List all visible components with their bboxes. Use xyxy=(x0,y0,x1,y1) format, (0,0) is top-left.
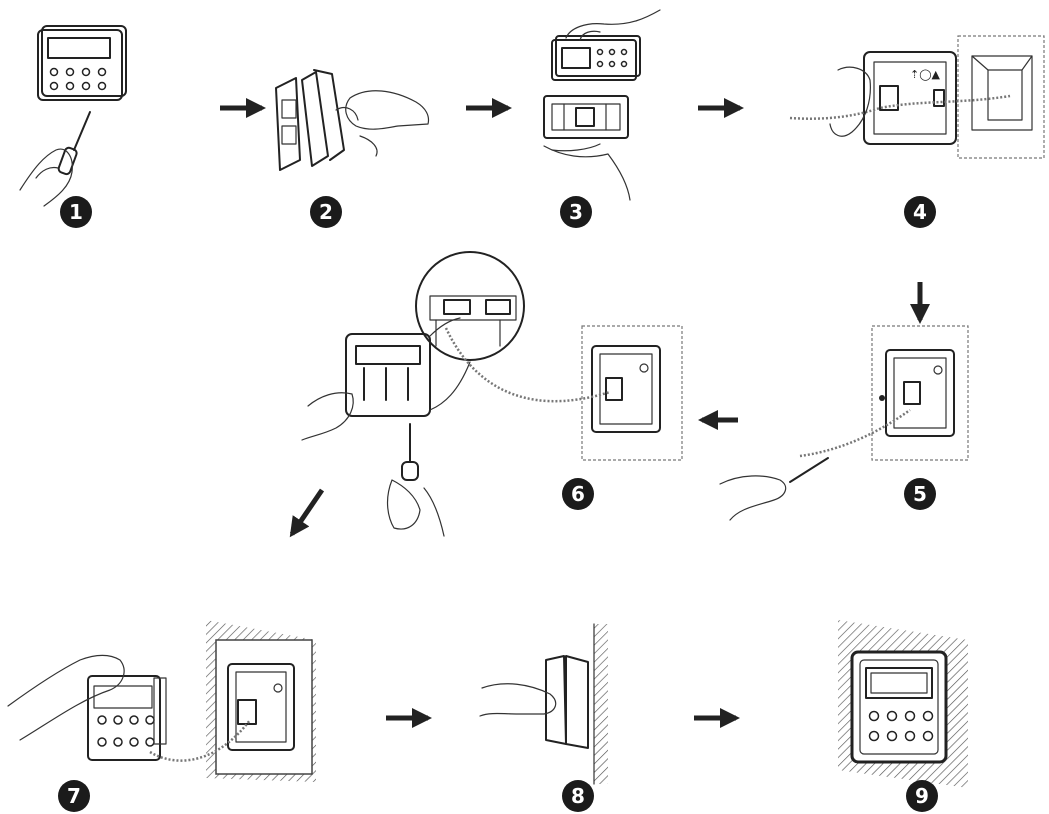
step-4-illustration: ⇡◯▲ xyxy=(789,35,1045,159)
step-badge-5: 5 xyxy=(904,478,936,510)
step-7-illustration xyxy=(7,620,316,782)
step-6-illustration xyxy=(301,251,683,537)
step-badge-6: 6 xyxy=(562,478,594,510)
step-5-illustration xyxy=(719,325,969,521)
step-badge-2: 2 xyxy=(310,196,342,228)
step-1-illustration xyxy=(19,25,127,207)
step-2-illustration xyxy=(275,69,430,171)
step-3-illustration xyxy=(543,9,661,201)
step-8-illustration xyxy=(479,623,608,785)
arrow-6-to-7 xyxy=(289,488,325,538)
step-badge-7: 7 xyxy=(58,780,90,812)
step-badge-9: 9 xyxy=(906,780,938,812)
step-9-illustration xyxy=(838,620,968,788)
panel-symbol: ⇡◯▲ xyxy=(910,68,941,81)
step-badge-4: 4 xyxy=(904,196,936,228)
step-badge-8: 8 xyxy=(562,780,594,812)
step-badge-1: 1 xyxy=(60,196,92,228)
step-badge-3: 3 xyxy=(560,196,592,228)
